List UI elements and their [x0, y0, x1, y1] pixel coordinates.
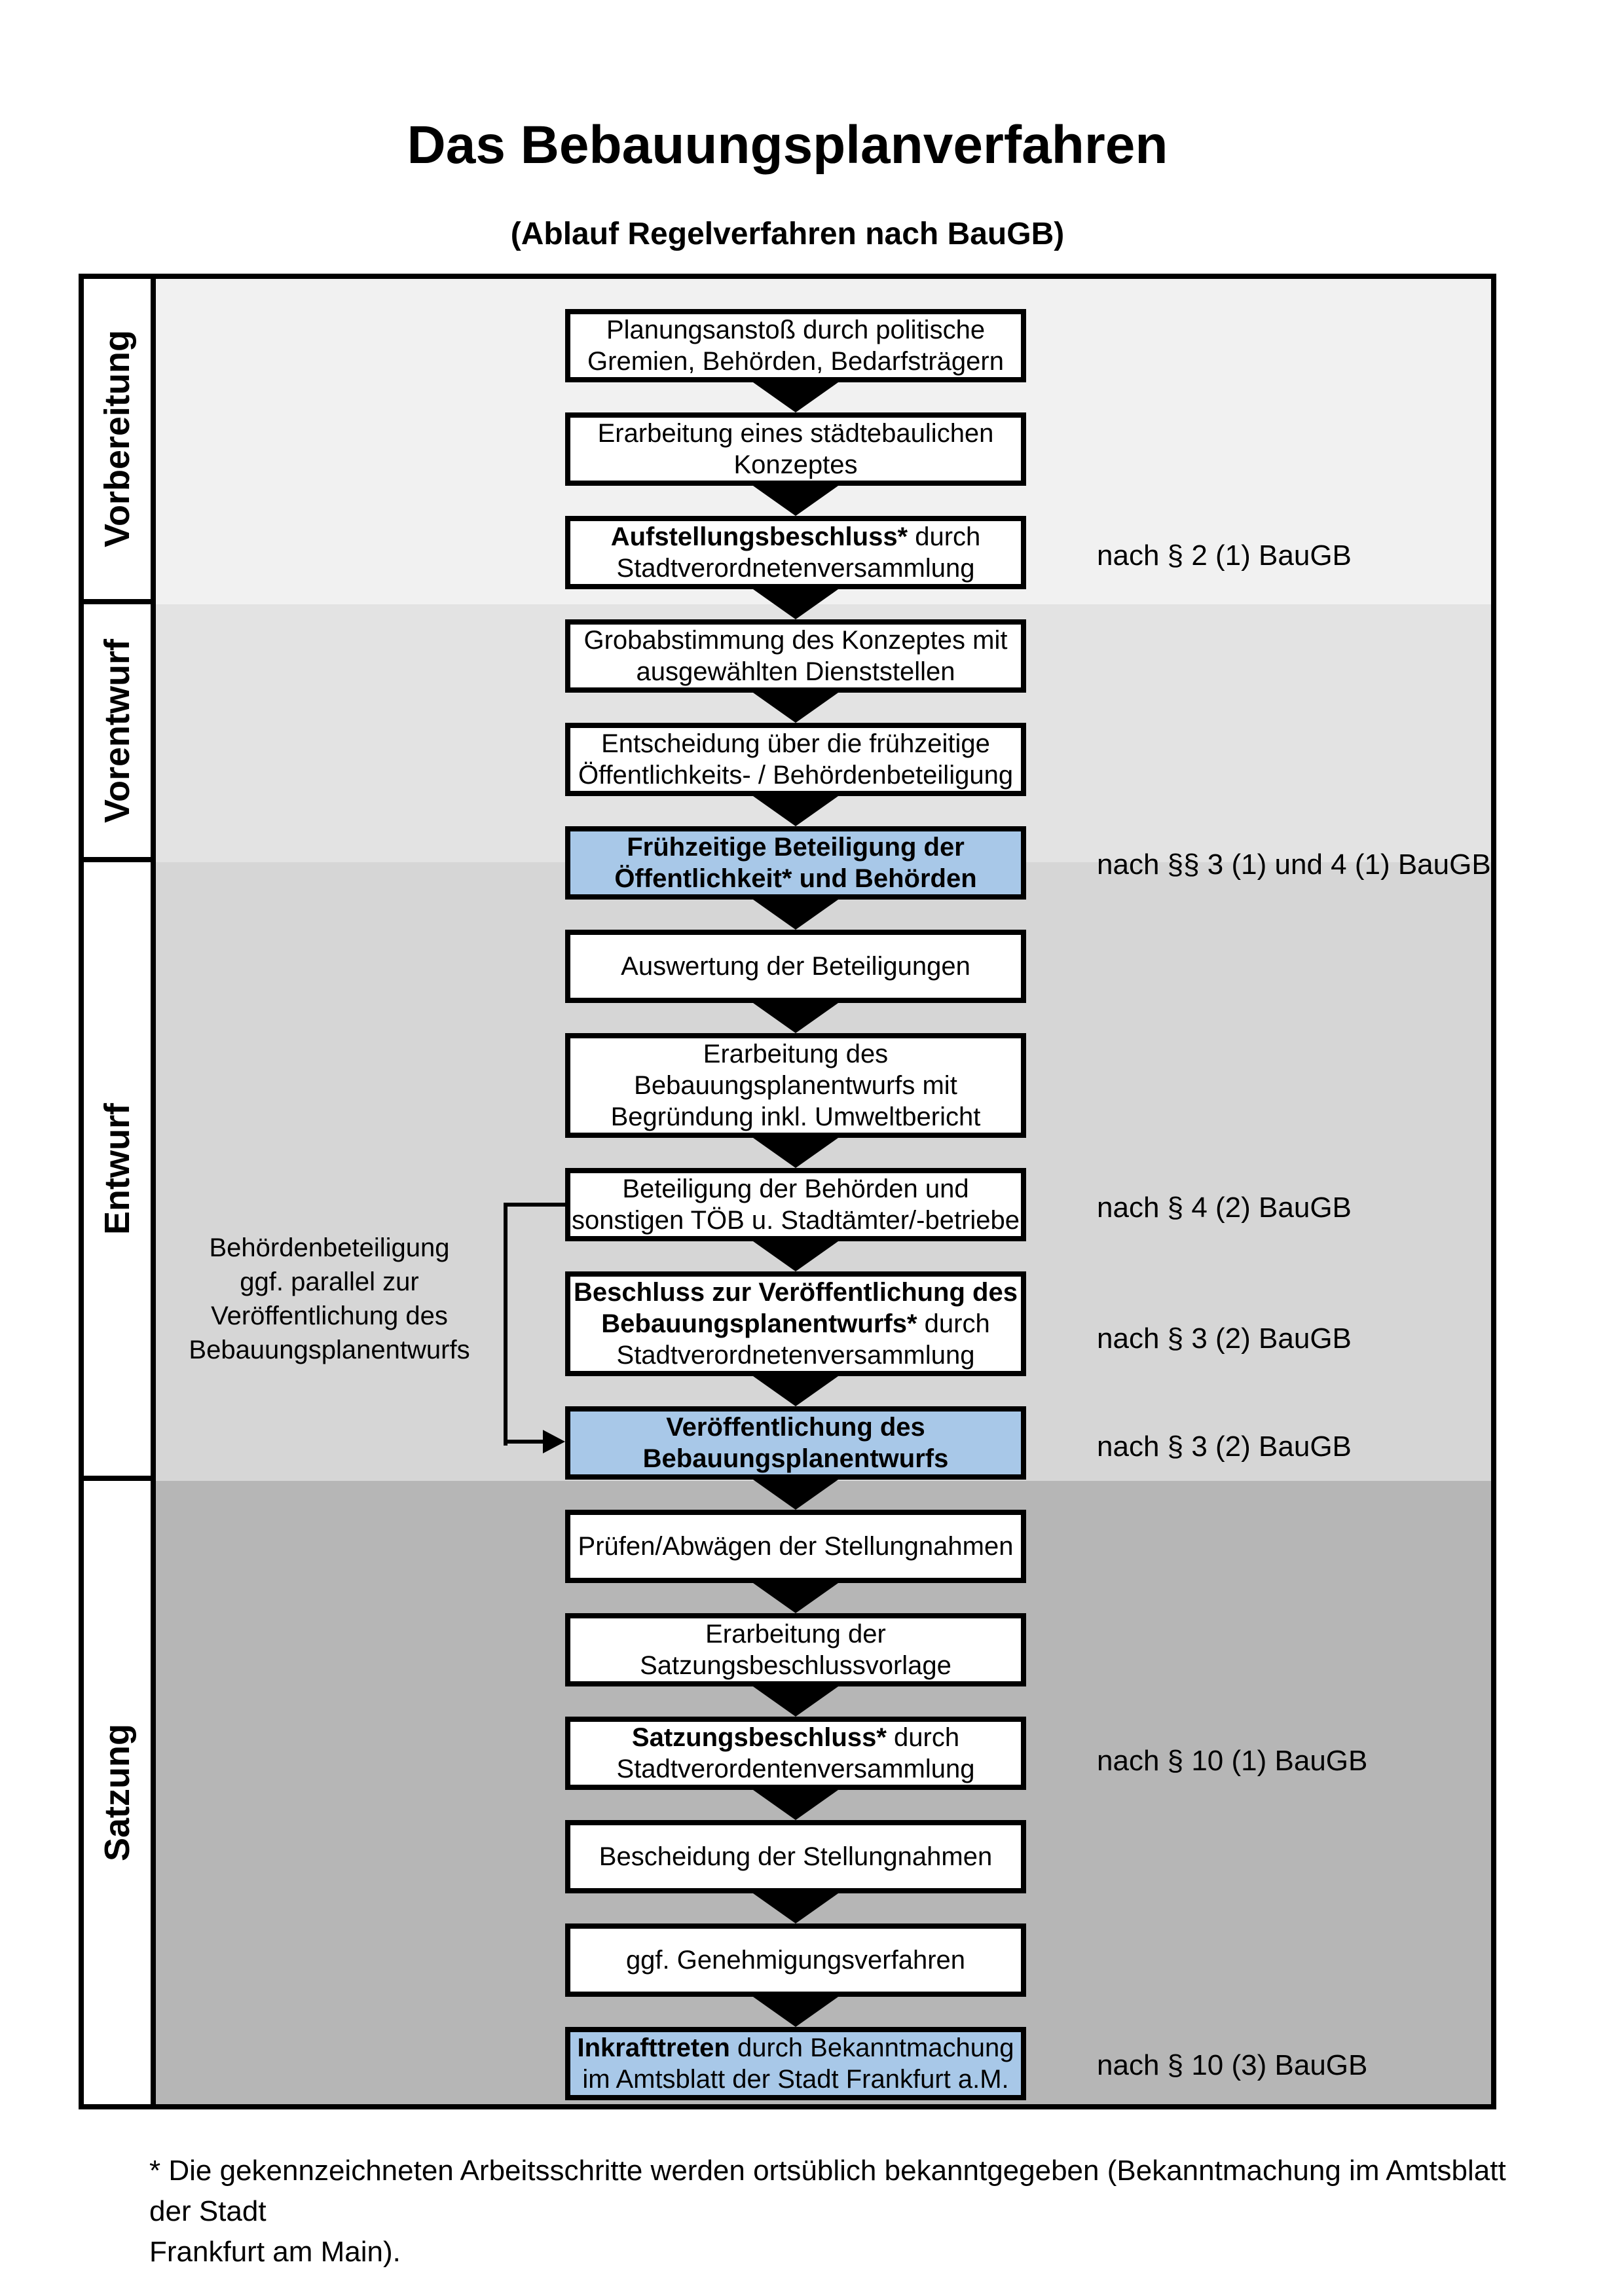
- law-reference: nach § 3 (2) BauGB: [1097, 1322, 1352, 1355]
- phase-label-text: Vorentwurf: [98, 638, 137, 823]
- step-planungsanstoss: Planungsanstoß durch politische Gremien,…: [565, 309, 1026, 382]
- down-arrow-icon: [753, 486, 838, 516]
- step-fruehzeitige-beteiligung: Frühzeitige Beteiligung der Öffentlichke…: [565, 826, 1026, 900]
- bracket-bottom-line: [504, 1440, 545, 1444]
- step-text: durch Bekanntmachung im Amtsblatt der St…: [582, 2033, 1014, 2094]
- step-text: Auswertung der Beteiligungen: [621, 952, 970, 981]
- step-text: durch Stadtverordentenversammlung: [616, 1723, 975, 1783]
- step-text-bold: Satzungsbeschluss*: [631, 1723, 887, 1752]
- down-arrow-icon: [753, 1480, 838, 1510]
- down-arrow-icon: [753, 1138, 838, 1168]
- step-genehmigungsverfahren: ggf. Genehmigungsverfahren: [565, 1923, 1026, 1997]
- phase-label-vorentwurf: Vorentwurf: [84, 604, 156, 862]
- step-text: Planungsanstoß durch politische Gremien,…: [587, 316, 1004, 376]
- law-reference: nach § 2 (1) BauGB: [1097, 539, 1352, 572]
- step-text: Erarbeitung eines städtebaulichen Konzep…: [597, 419, 994, 479]
- step-text: ggf. Genehmigungsverfahren: [625, 1946, 966, 1975]
- step-text: Grobabstimmung des Konzeptes mit ausgewä…: [583, 626, 1008, 686]
- step-pruefen-abwaegen: Prüfen/Abwägen der Stellungnahmen: [565, 1510, 1026, 1583]
- step-satzungsbeschlussvorlage: Erarbeitung der Satzungsbeschlussvorlage: [565, 1613, 1026, 1686]
- process-frame: Vorbereitung Vorentwurf Entwurf Satzung …: [79, 274, 1496, 2109]
- right-arrowhead-icon: [543, 1430, 565, 1453]
- step-inkrafttreten: Inkrafttreten durch Bekanntmachung im Am…: [565, 2027, 1026, 2100]
- step-satzungsbeschluss: Satzungsbeschluss* durch Stadtverordente…: [565, 1717, 1026, 1790]
- step-text: durch Stadtverordnetenversammlung: [616, 522, 981, 583]
- step-text-bold: Beschluss zur Veröffentlichung des Bebau…: [574, 1278, 1018, 1338]
- step-text: Beteiligung der Behörden und sonstigen T…: [571, 1175, 1020, 1235]
- bracket-vertical-line: [504, 1205, 507, 1446]
- law-reference: nach § 4 (2) BauGB: [1097, 1192, 1352, 1224]
- page-title: Das Bebauungsplanverfahren: [407, 115, 1168, 175]
- step-erarbeitung-bebauungsplanentwurf: Erarbeitung des Bebauungsplanentwurfs mi…: [565, 1033, 1026, 1138]
- step-veroeffentlichung-entwurf: Veröffentlichung des Bebauungsplanentwur…: [565, 1406, 1026, 1480]
- step-beschluss-veroeffentlichung: Beschluss zur Veröffentlichung des Bebau…: [565, 1271, 1026, 1376]
- bracket-top-line: [504, 1203, 565, 1207]
- down-arrow-icon: [753, 693, 838, 723]
- law-reference: nach § 3 (2) BauGB: [1097, 1430, 1352, 1463]
- side-note-behoerdenbeteiligung: Behördenbeteiligung ggf. parallel zur Ve…: [189, 1233, 470, 1364]
- phase-label-entwurf: Entwurf: [84, 862, 156, 1481]
- step-text: durch Stadtverordnetenversammlung: [616, 1309, 990, 1370]
- down-arrow-icon: [753, 1997, 838, 2027]
- law-reference: nach § 10 (3) BauGB: [1097, 2049, 1368, 2081]
- step-text: Bescheidung der Stellungnahmen: [599, 1842, 993, 1871]
- down-arrow-icon: [753, 796, 838, 826]
- step-grobabstimmung: Grobabstimmung des Konzeptes mit ausgewä…: [565, 619, 1026, 693]
- page-subtitle: (Ablauf Regelverfahren nach BauGB): [510, 217, 1065, 251]
- step-text-bold: Frühzeitige Beteiligung der Öffentlichke…: [614, 833, 977, 893]
- step-auswertung-beteiligungen: Auswertung der Beteiligungen: [565, 930, 1026, 1003]
- down-arrow-icon: [753, 1241, 838, 1271]
- step-text-bold: Veröffentlichung des Bebauungsplanentwur…: [642, 1413, 949, 1473]
- phase-label-text: Satzung: [98, 1724, 137, 1861]
- phase-label-text: Vorbereitung: [98, 330, 137, 548]
- down-arrow-icon: [753, 1583, 838, 1613]
- down-arrow-icon: [753, 589, 838, 619]
- step-aufstellungsbeschluss: Aufstellungsbeschluss* durch Stadtverord…: [565, 516, 1026, 589]
- down-arrow-icon: [753, 1376, 838, 1406]
- step-entscheidung-fruehzeitige-beteiligung: Entscheidung über die frühzeitige Öffent…: [565, 723, 1026, 796]
- down-arrow-icon: [753, 382, 838, 412]
- phase-label-satzung: Satzung: [84, 1481, 156, 2104]
- down-arrow-icon: [753, 1686, 838, 1717]
- phase-label-text: Entwurf: [98, 1103, 137, 1235]
- phase-label-vorbereitung: Vorbereitung: [84, 279, 156, 604]
- step-text: Erarbeitung der Satzungsbeschlussvorlage: [640, 1620, 951, 1680]
- footnote: * Die gekennzeichneten Arbeitsschritte w…: [149, 2155, 1506, 2268]
- down-arrow-icon: [753, 1893, 838, 1923]
- step-text-bold: Aufstellungsbeschluss*: [610, 522, 908, 551]
- step-behoerdenbeteiligung-toeb: Beteiligung der Behörden und sonstigen T…: [565, 1168, 1026, 1241]
- law-reference: nach § 10 (1) BauGB: [1097, 1745, 1368, 1777]
- step-text-bold: Inkrafttreten: [577, 2033, 730, 2062]
- law-reference: nach §§ 3 (1) und 4 (1) BauGB: [1097, 848, 1491, 881]
- step-staedtebauliches-konzept: Erarbeitung eines städtebaulichen Konzep…: [565, 412, 1026, 486]
- step-bescheidung-stellungnahmen: Bescheidung der Stellungnahmen: [565, 1820, 1026, 1893]
- down-arrow-icon: [753, 900, 838, 930]
- step-text: Prüfen/Abwägen der Stellungnahmen: [578, 1532, 1014, 1561]
- step-text: Erarbeitung des Bebauungsplanentwurfs mi…: [610, 1040, 981, 1131]
- down-arrow-icon: [753, 1790, 838, 1820]
- down-arrow-icon: [753, 1003, 838, 1033]
- step-text: Entscheidung über die frühzeitige Öffent…: [578, 729, 1014, 790]
